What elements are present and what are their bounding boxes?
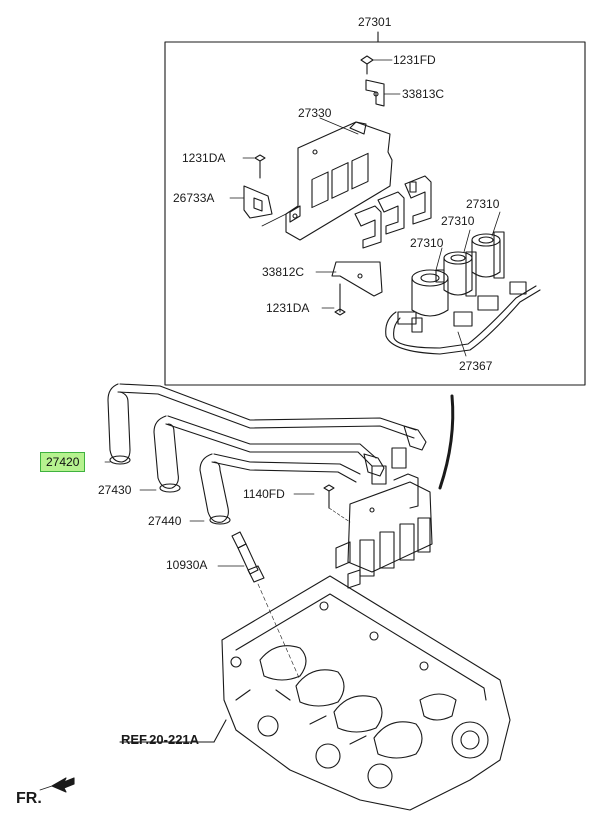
ignition-cables-icon — [107, 383, 427, 525]
label-27440: 27440 — [148, 514, 182, 528]
label-27310-2: 27310 — [441, 214, 475, 228]
leader-line — [438, 394, 455, 490]
ignition-coil-1-icon — [411, 269, 449, 317]
ignition-coil-3-icon — [471, 231, 505, 279]
assembly-frame — [164, 31, 586, 386]
cylinder-head-icon — [221, 575, 511, 811]
label-27310-1: 27310 — [466, 197, 500, 211]
label-10930a: 10930A — [166, 558, 208, 572]
label-27301: 27301 — [358, 15, 392, 29]
bracket-top-icon — [365, 79, 401, 107]
spark-plug-icon — [217, 531, 301, 681]
label-1140fd: 1140FD — [243, 487, 285, 501]
label-27330: 27330 — [298, 106, 332, 120]
bracket-bottom-icon — [315, 261, 383, 297]
connector-clips-icon — [354, 175, 432, 249]
bolt-bottom-icon — [321, 283, 346, 316]
label-33812c: 33812C — [262, 265, 305, 279]
ignition-coil-2-icon — [443, 251, 477, 297]
coil-pack-icon — [293, 473, 433, 589]
label-1231da-left: 1231DA — [182, 151, 226, 165]
label-33813c: 33813C — [402, 87, 445, 101]
wire-harness-icon — [385, 281, 541, 357]
label-26733a: 26733A — [173, 191, 215, 205]
label-front: FR. — [16, 790, 42, 807]
label-27310-3: 27310 — [410, 236, 444, 250]
bolt-top-icon — [360, 55, 393, 75]
label-ref: REF.20-221A — [121, 732, 200, 747]
label-27430: 27430 — [98, 483, 132, 497]
label-27420-highlighted[interactable]: 27420 — [40, 452, 86, 472]
bolt-left-icon — [242, 154, 266, 179]
label-1231da-bottom: 1231DA — [266, 301, 310, 315]
label-27367: 27367 — [459, 359, 493, 373]
label-1231fd: 1231FD — [393, 53, 436, 67]
front-arrow-icon — [51, 777, 75, 793]
coil-bracket-icon — [285, 117, 393, 241]
bracket-left-icon — [229, 185, 287, 227]
